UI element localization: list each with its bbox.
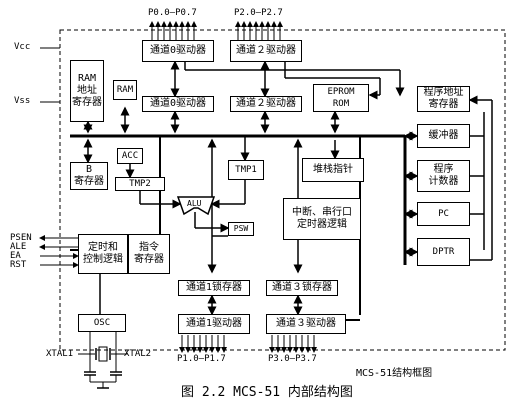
port1-driver: 通道1驱动器 bbox=[178, 314, 250, 334]
ea-label: EA bbox=[10, 251, 21, 261]
tmp2-register: TMP2 bbox=[115, 177, 165, 191]
ram-block: RAM bbox=[113, 80, 137, 100]
tmp1-register: TMP1 bbox=[228, 160, 264, 180]
p1-port-label: P1.0—P1.7 bbox=[177, 354, 226, 364]
b-register: B 寄存器 bbox=[70, 162, 108, 190]
port3-latch: 通道３锁存器 bbox=[266, 280, 338, 296]
pc-block: PC bbox=[417, 202, 470, 226]
interrupt-serial-timer-logic: 中断、串行口 定时器逻辑 bbox=[283, 198, 361, 240]
timing-control-logic: 定时和 控制逻辑 bbox=[78, 234, 128, 274]
port1-latch: 通道1锁存器 bbox=[178, 280, 250, 296]
program-counter-incrementer: 程序 计数器 bbox=[417, 160, 470, 192]
block-diagram-subcaption: MCS-51结构框图 bbox=[356, 368, 433, 379]
figure-caption: 图 2.2 MCS-51 内部结构图 bbox=[181, 385, 353, 400]
port3-driver: 通道３驱动器 bbox=[266, 314, 346, 334]
program-address-register: 程序地址 寄存器 bbox=[417, 86, 470, 112]
p2-port-label: P2.0—P2.7 bbox=[234, 8, 283, 18]
psw-register: PSW bbox=[228, 222, 254, 236]
xtal1-label: XTAL1 bbox=[46, 349, 74, 359]
port2-driver-top: 通道２驱动器 bbox=[230, 40, 302, 62]
vcc-label: Vcc bbox=[14, 42, 31, 52]
ale-label: ALE bbox=[10, 242, 27, 252]
port0-latch: 通道0驱动器 bbox=[142, 96, 214, 112]
port0-driver-top: 通道0驱动器 bbox=[142, 40, 214, 62]
eprom-rom-block: EPROM ROM bbox=[313, 84, 369, 112]
xtal2-label: XTAL2 bbox=[124, 349, 152, 359]
stack-pointer: 堆栈指针 bbox=[302, 158, 364, 182]
buffer-block: 缓冲器 bbox=[417, 124, 470, 148]
p3-port-label: P3.0—P3.7 bbox=[268, 354, 317, 364]
instruction-register: 指令 寄存器 bbox=[128, 234, 170, 274]
rst-label: RST bbox=[10, 260, 27, 270]
alu-shape bbox=[176, 196, 216, 216]
ram-address-register: RAM 地址 寄存器 bbox=[70, 60, 104, 122]
psen-label: PSEN bbox=[10, 233, 32, 243]
vss-label: Vss bbox=[14, 96, 31, 106]
dptr-block: DPTR bbox=[417, 238, 470, 266]
oscillator: OSC bbox=[78, 314, 126, 332]
acc-register: ACC bbox=[117, 148, 143, 164]
port2-latch: 通道２驱动器 bbox=[230, 96, 302, 112]
alu-label: ALU bbox=[187, 199, 202, 208]
p0-port-label: P0.0—P0.7 bbox=[148, 8, 197, 18]
